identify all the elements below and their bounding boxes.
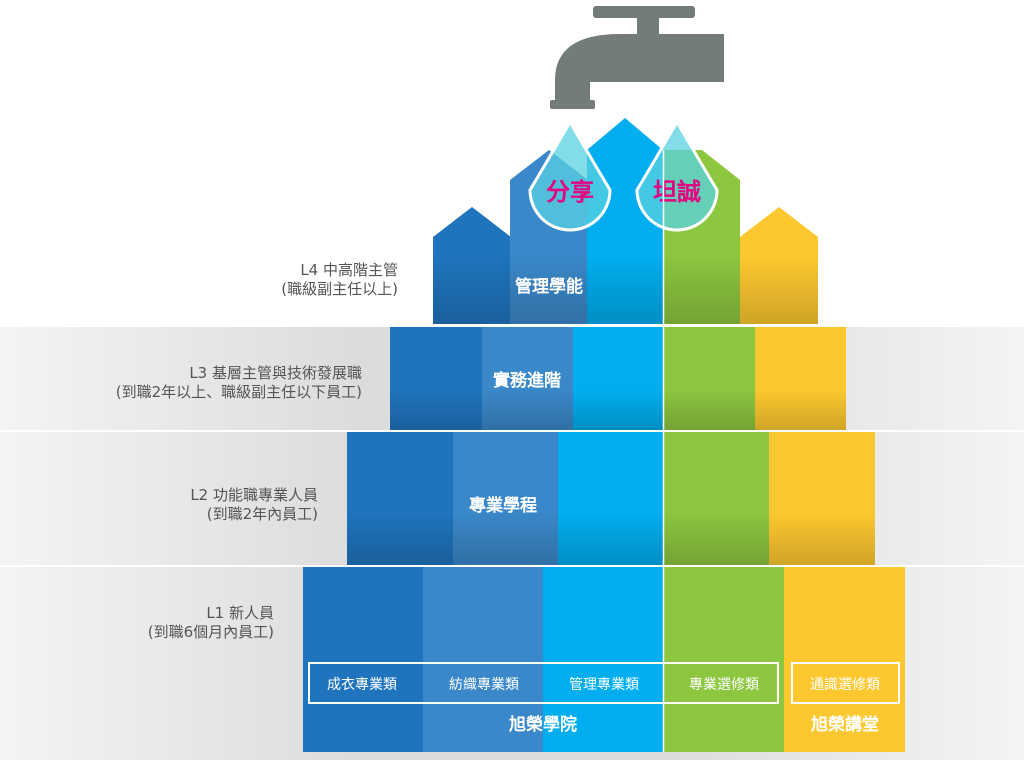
drop-honesty-label: 坦誠 xyxy=(653,178,701,206)
category-professional-elective: 專業選修類 xyxy=(689,677,759,693)
level-l3-sub: (到職2年以上、職級副主任以下員工) xyxy=(116,383,362,401)
l3-blocks xyxy=(390,327,846,430)
drop-share-label: 分享 xyxy=(546,178,594,206)
group-lecture: 旭榮講堂 xyxy=(810,714,879,735)
l2-blocks xyxy=(347,432,875,565)
category-general-elective: 通識選修類 xyxy=(810,677,880,693)
category-management: 管理專業類 xyxy=(569,677,639,693)
group-academy: 旭榮學院 xyxy=(508,714,577,735)
program-l4: 管理學能 xyxy=(515,276,583,297)
drop-honesty-icon xyxy=(635,119,719,232)
l1-blocks xyxy=(303,567,905,752)
faucet-icon xyxy=(550,6,724,109)
level-l3-title: L3 基層主管與技術發展職 xyxy=(189,364,362,382)
category-garment: 成衣專業類 xyxy=(327,677,397,693)
drop-share-icon xyxy=(528,119,612,232)
category-textile: 紡織專業類 xyxy=(449,677,519,693)
program-l2: 專業學程 xyxy=(469,495,537,516)
level-l2-sub: (到職2年內員工) xyxy=(207,505,318,523)
level-l2-title: L2 功能職專業人員 xyxy=(190,486,318,504)
program-l3: 實務進階 xyxy=(493,370,561,391)
l4-arrows xyxy=(433,118,818,324)
level-l4-title: L4 中高階主管 xyxy=(300,261,398,279)
level-l4-sub: (職級副主任以上) xyxy=(281,280,398,298)
level-l1-sub: (到職6個月內員工) xyxy=(148,623,274,641)
lecture-category-box xyxy=(791,662,900,704)
academy-category-box xyxy=(308,662,779,704)
level-l1-title: L1 新人員 xyxy=(206,604,274,622)
